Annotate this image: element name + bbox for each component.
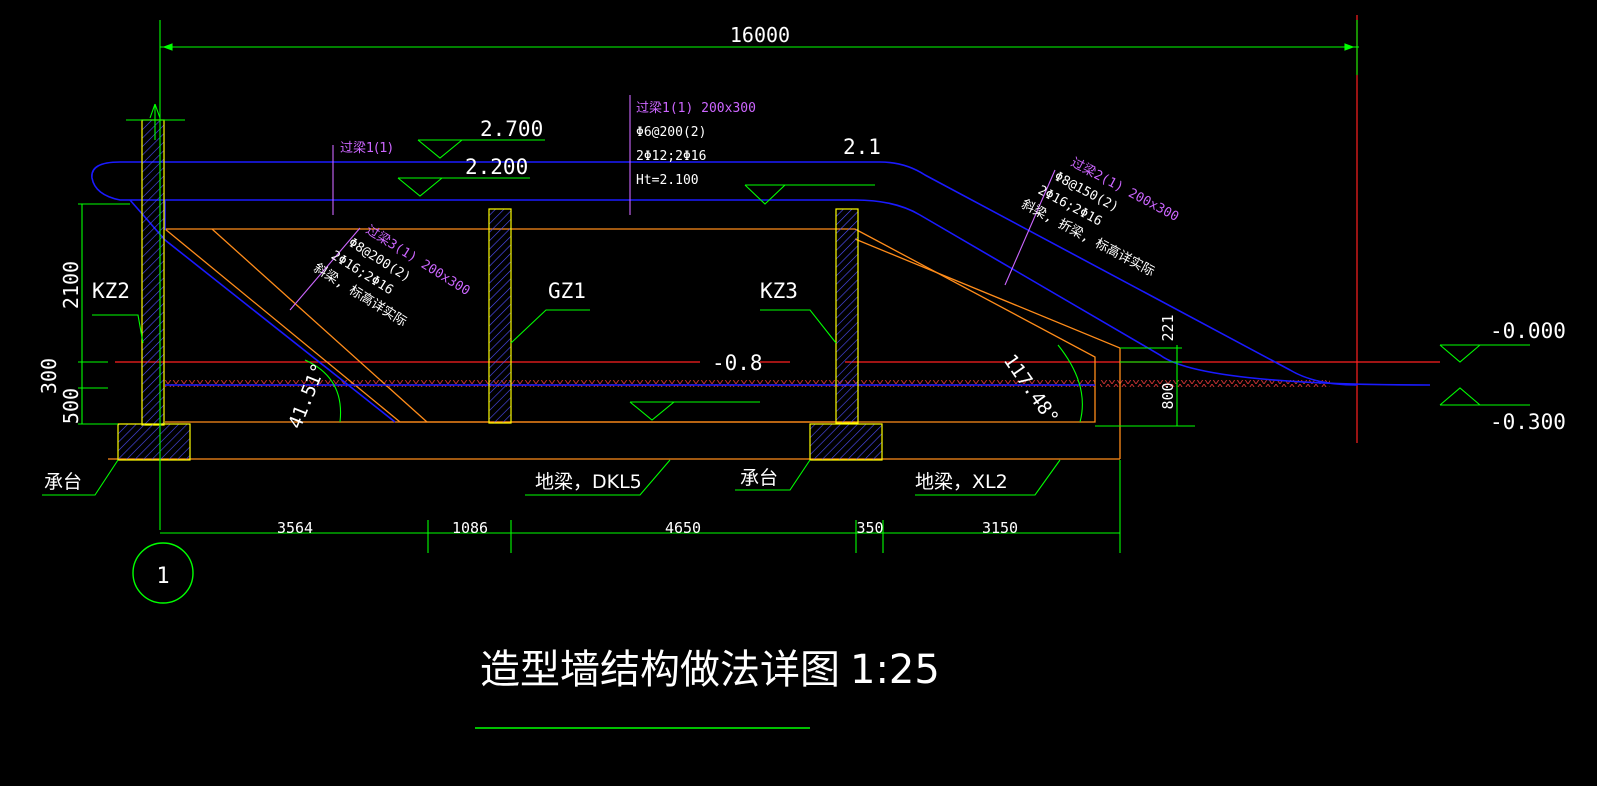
dim-right-221: 221 bbox=[1159, 314, 1177, 341]
lintel-1-line-2: Φ6@200(2) bbox=[636, 125, 706, 140]
lintel-1-line-3: 2Φ12;2Φ16 bbox=[636, 149, 706, 164]
column-label-kz2: KZ2 bbox=[92, 279, 130, 303]
column-label-gz1: GZ1 bbox=[548, 279, 586, 303]
dim-bottom-3: 4650 bbox=[665, 519, 701, 537]
dimension-lines bbox=[78, 20, 1359, 553]
column-kz3 bbox=[835, 208, 859, 424]
axis-marker: 1 bbox=[132, 542, 194, 604]
lintel-1-note: 过梁1(1) 200x300 Φ6@200(2) 2Φ12;2Φ16 Ht=2.… bbox=[636, 101, 756, 188]
blue-beams bbox=[91, 161, 1431, 423]
elev-2200: 2.200 bbox=[465, 155, 528, 179]
axis-marker-label: 1 bbox=[156, 564, 169, 589]
callout-ground-beam-xl2: 地梁，XL2 bbox=[915, 471, 1008, 493]
leader-lines bbox=[42, 309, 1061, 496]
dim-right-800: 800 bbox=[1159, 382, 1177, 409]
dim-left-2100: 2100 bbox=[59, 261, 83, 309]
lintel-1-line-4: Ht=2.100 bbox=[636, 173, 699, 188]
angle-arcs bbox=[304, 344, 1083, 423]
callout-pile-cap-mid: 承台 bbox=[740, 467, 778, 489]
elev-2700: 2.700 bbox=[480, 117, 543, 141]
drawing-title: 造型墙结构做法详图 1:25 bbox=[475, 647, 940, 729]
dim-left-300: 300 bbox=[37, 358, 61, 394]
lintel-leaders bbox=[289, 95, 1056, 311]
column-kz2 bbox=[141, 119, 165, 426]
column-label-kz3: KZ3 bbox=[760, 279, 798, 303]
callout-pile-cap-left: 承台 bbox=[44, 471, 82, 493]
lintel-1-line-1: 过梁1(1) 200x300 bbox=[636, 101, 756, 116]
elev-0000: -0.000 bbox=[1490, 319, 1566, 343]
dim-bottom-5: 3150 bbox=[982, 519, 1018, 537]
lintel-1-short: 过梁1(1) bbox=[340, 141, 393, 156]
dim-overall: 16000 bbox=[730, 23, 790, 47]
ground-hatch bbox=[165, 380, 1330, 387]
title-text: 造型墙结构做法详图 bbox=[480, 647, 840, 693]
dim-left-500: 500 bbox=[59, 388, 83, 424]
dim-bottom-2: 1086 bbox=[452, 519, 488, 537]
dim-bottom-4: 350 bbox=[856, 519, 883, 537]
elev-minus-0300: -0.300 bbox=[1490, 410, 1566, 434]
pile-cap-mid bbox=[809, 423, 883, 461]
callout-ground-beam-dkl5: 地梁，DKL5 bbox=[535, 471, 642, 493]
elev-minus-0-8: -0.8 bbox=[712, 351, 763, 375]
pile-cap-left bbox=[117, 423, 191, 461]
dim-bottom-1: 3564 bbox=[277, 519, 313, 537]
elevation-markers bbox=[397, 139, 1530, 421]
title-scale: 1:25 bbox=[850, 647, 940, 693]
elev-2-1: 2.1 bbox=[843, 135, 881, 159]
column-gz1 bbox=[488, 208, 512, 424]
